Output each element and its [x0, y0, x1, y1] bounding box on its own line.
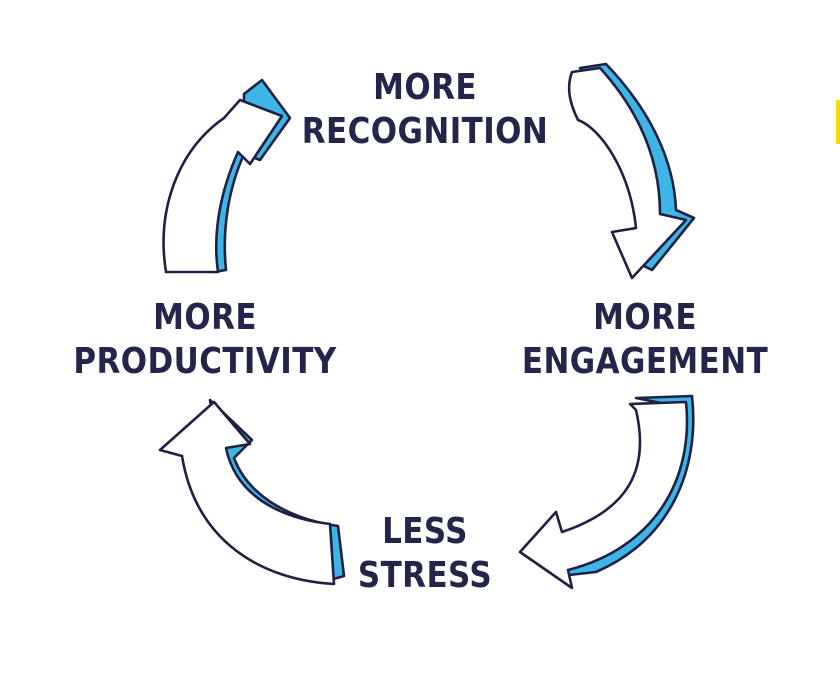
arrow-recognition-to-engagement [567, 62, 696, 280]
arrow-stress-to-productivity [158, 398, 346, 586]
arrow-face [158, 400, 336, 586]
node-line: ENGAGEMENT [521, 341, 769, 382]
node-line: LESS [382, 511, 468, 552]
node-line: MORE [593, 297, 697, 338]
node-line: MORE [373, 67, 477, 108]
node-line: MORE [153, 297, 257, 338]
arrow-face [162, 98, 284, 274]
node-more-productivity: MORE PRODUCTIVITY [72, 296, 339, 384]
node-line: RECOGNITION [301, 111, 549, 152]
node-less-stress: LESS STRESS [318, 510, 533, 598]
node-more-engagement: MORE ENGAGEMENT [520, 296, 769, 384]
arrow-engagement-to-stress [518, 394, 695, 590]
arrow-face [518, 400, 689, 590]
node-more-recognition: MORE RECOGNITION [287, 66, 562, 154]
arrow-face [567, 66, 688, 280]
arrow-productivity-to-recognition [162, 78, 292, 274]
node-line: PRODUCTIVITY [73, 341, 337, 382]
node-line: STRESS [357, 555, 493, 596]
accent-mark [836, 100, 840, 144]
